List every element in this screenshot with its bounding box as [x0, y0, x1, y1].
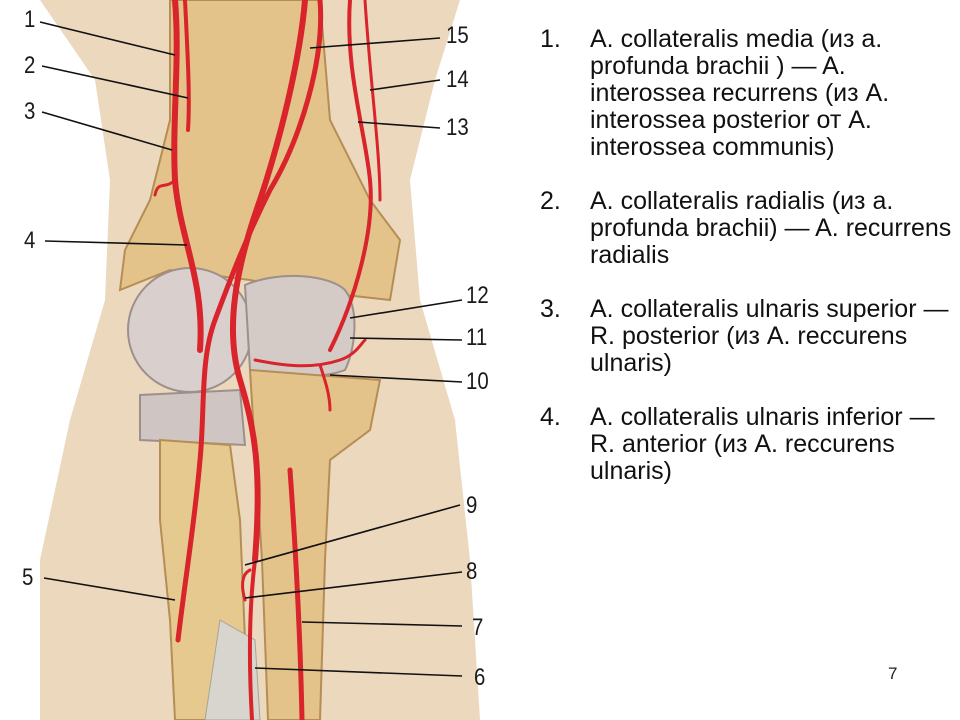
anastomoses-list: 1. A. collateralis media (из a. profunda… [540, 26, 955, 512]
slide-number: 7 [888, 664, 898, 683]
label-14: 14 [446, 66, 469, 93]
list-item: 2. A. collateralis radialis (из a. profu… [540, 188, 955, 269]
list-item: 1. A. collateralis media (из a. profunda… [540, 26, 955, 161]
radius-head [139, 388, 247, 447]
label-7: 7 [472, 614, 484, 641]
label-1: 1 [24, 6, 36, 33]
label-9: 9 [466, 492, 478, 519]
label-4: 4 [24, 227, 36, 254]
item-text: A. collateralis media (из a. profunda br… [590, 25, 890, 161]
label-13: 13 [446, 114, 469, 141]
item-number: 4. [540, 403, 561, 431]
label-8: 8 [466, 558, 478, 585]
tendon [204, 619, 261, 720]
label-11: 11 [466, 324, 488, 351]
label-15: 15 [446, 22, 469, 49]
item-text: A. collateralis ulnaris inferior — R. an… [590, 403, 935, 485]
label-12: 12 [466, 282, 489, 309]
list-item: 3. A. collateralis ulnaris superior — R.… [540, 296, 955, 377]
item-number: 3. [540, 295, 561, 323]
leader-lines [39, 21, 463, 677]
elbow-arteries-drawing [39, 0, 480, 720]
item-number: 2. [540, 187, 561, 215]
item-text: A. collateralis radialis (из a. profunda… [590, 187, 952, 269]
label-10: 10 [466, 368, 489, 395]
label-3: 3 [24, 98, 36, 125]
item-text: A. collateralis ulnaris superior — R. po… [590, 295, 949, 377]
anatomy-illustration: 1 2 3 4 5 6 7 8 9 10 11 12 13 14 15 [22, 0, 489, 720]
label-5: 5 [22, 564, 34, 591]
label-2: 2 [24, 52, 36, 79]
list-item: 4. A. collateralis ulnaris inferior — R.… [540, 404, 955, 485]
label-6: 6 [474, 664, 486, 691]
arteries [153, 0, 382, 720]
item-number: 1. [540, 25, 561, 53]
